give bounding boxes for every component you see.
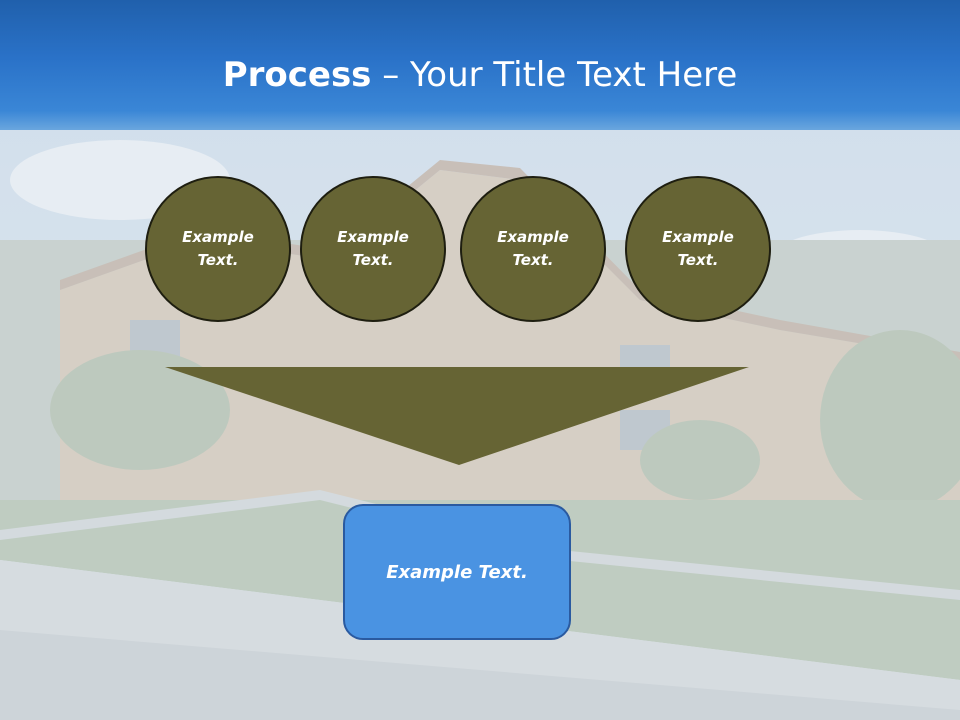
result-box-label: Example Text. — [386, 561, 528, 583]
process-circle-2[interactable]: Example Text. — [300, 176, 446, 322]
process-circle-4[interactable]: Example Text. — [625, 176, 771, 322]
circle-4-label: Example Text. — [662, 228, 734, 269]
result-box[interactable]: Example Text. — [343, 504, 571, 640]
circle-1-label: Example Text. — [182, 228, 254, 269]
title-strong: Process — [222, 55, 372, 95]
process-circle-1[interactable]: Example Text. — [145, 176, 291, 322]
circle-3-label: Example Text. — [497, 228, 569, 269]
header-bar: Process – Your Title Text Here — [0, 0, 960, 130]
title-rest: – Your Title Text Here — [371, 55, 738, 95]
funnel-arrow-shape[interactable] — [165, 367, 749, 467]
circle-2-label: Example Text. — [337, 228, 409, 269]
slide-title: Process – Your Title Text Here — [0, 52, 960, 98]
process-circle-3[interactable]: Example Text. — [460, 176, 606, 322]
